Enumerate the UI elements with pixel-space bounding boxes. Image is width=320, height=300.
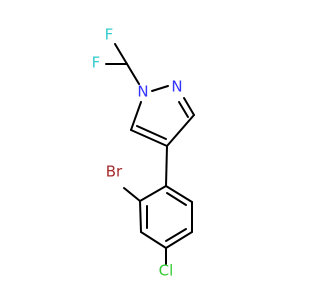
chlorine-label: Cl [159, 262, 174, 280]
fluorine-label-upper: F [105, 26, 114, 44]
bond-b1-b2 [139, 185, 167, 202]
bond-b4-b5 [165, 231, 193, 249]
bond-b5-b4-inner [165, 228, 187, 242]
bond-c4-c5-outer [130, 129, 168, 147]
bond-c-f-upper [114, 43, 128, 65]
bond-c3-c4 [166, 114, 195, 147]
bond-b1-b6-inner [166, 192, 187, 206]
molecule-structure: F F N N Br Cl [92, 26, 195, 280]
bond-pyrazole-benzene [165, 145, 168, 187]
fluorine-label-left: F [92, 54, 101, 72]
bond-b6-b1 [165, 185, 193, 203]
bond-b3-b4 [140, 231, 167, 249]
bond-n2-c3-outer [183, 97, 195, 116]
bond-b2-b3 [139, 200, 142, 233]
bond-n2-c3-inner [178, 101, 189, 118]
bond-c-n1 [126, 63, 140, 85]
bond-b2-br [123, 187, 141, 202]
bonds [105, 43, 195, 265]
nitrogen-label-2: N [171, 78, 182, 96]
bromine-label: Br [106, 163, 123, 181]
atom-labels: F F N N Br Cl [92, 26, 183, 280]
bond-n1-n2 [151, 85, 169, 92]
bond-c4-c5-inner [136, 125, 167, 140]
bond-c5-n1 [130, 101, 142, 131]
nitrogen-label-1: N [137, 83, 148, 101]
